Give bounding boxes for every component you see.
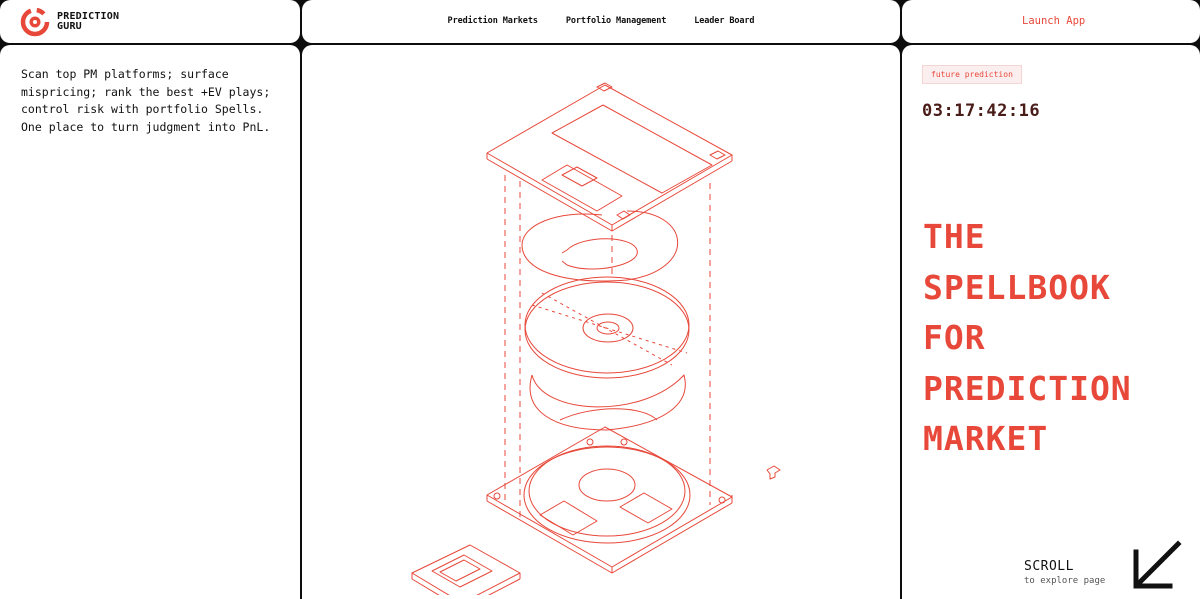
scroll-title: SCROLL: [1024, 559, 1074, 574]
main-nav: Prediction Markets Portfolio Management …: [302, 0, 900, 43]
headline-line-3: FOR: [923, 318, 986, 357]
countdown-timer: 03:17:42:16: [922, 101, 1041, 121]
floppy-top-shell: [486, 82, 733, 232]
logo-panel: PREDICTION GURU: [0, 0, 300, 43]
brand-line-1: PREDICTION: [57, 11, 120, 22]
assembly-guide-lines: [504, 175, 711, 520]
future-prediction-tag: future prediction: [922, 65, 1022, 84]
headline-line-2: SPELLBOOK: [923, 267, 1111, 307]
headline-line-1: THE: [923, 217, 986, 256]
arrow-down-left-icon[interactable]: [1130, 540, 1182, 592]
exploded-floppy-disk-illustration: [411, 82, 781, 595]
hero-panel: future prediction 03:17:42:16 THE SPELLB…: [902, 45, 1200, 599]
brand-name: PREDICTION GURU: [57, 12, 119, 32]
intro-text: Scan top PM platforms; surface mispricin…: [21, 67, 271, 134]
nav-prediction-markets[interactable]: Prediction Markets: [447, 16, 538, 26]
magnetic-disk: [524, 276, 690, 379]
nav-portfolio-management[interactable]: Portfolio Management: [565, 16, 667, 26]
target-logo-icon: [20, 7, 50, 37]
hero-headline: THE SPELLBOOK FOR PREDICTION MARKET: [923, 212, 1132, 465]
scroll-subtitle: to explore page: [1024, 576, 1106, 586]
launch-panel: Launch App: [902, 0, 1200, 43]
scroll-hint: SCROLL to explore page: [1024, 559, 1105, 586]
nav-leader-board[interactable]: Leader Board: [694, 16, 755, 26]
headline-line-4: PREDICTION: [923, 368, 1132, 408]
spring-ring-bottom: [529, 374, 686, 431]
spring-ring-top: [521, 210, 679, 282]
floppy-bottom-shell: [486, 426, 733, 574]
floppy-shutter: [411, 544, 521, 595]
nav-panel: Prediction Markets Portfolio Management …: [302, 0, 900, 43]
brand-logo[interactable]: PREDICTION GURU: [20, 7, 119, 37]
write-protect-clip: [766, 465, 781, 480]
intro-panel: Scan top PM platforms; surface mispricin…: [0, 45, 300, 599]
brand-line-2: GURU: [57, 21, 82, 32]
illustration-panel: [302, 45, 900, 599]
launch-app-button[interactable]: Launch App: [1022, 15, 1086, 27]
headline-line-5: MARKET: [923, 419, 1049, 458]
